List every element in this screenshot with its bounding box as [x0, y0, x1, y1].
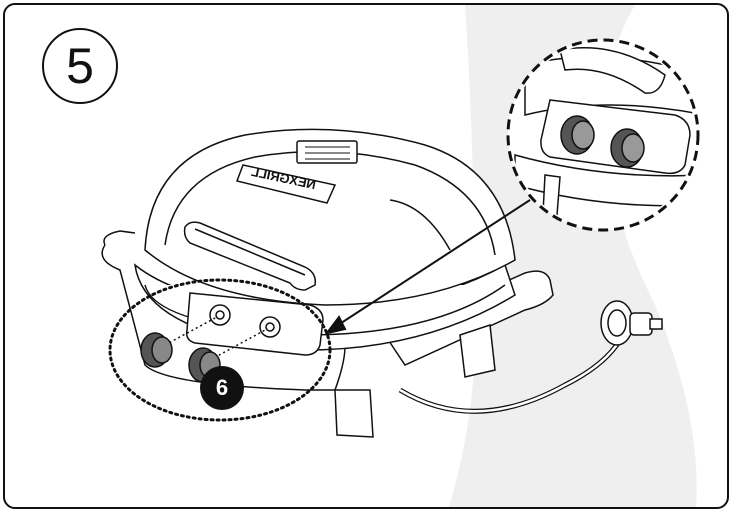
callout-ellipse: [108, 278, 332, 422]
propane-regulator: [398, 300, 663, 414]
knob-guide-lines: [164, 316, 268, 361]
lid-handle: [183, 221, 317, 291]
callout-number-badge: 6: [200, 366, 244, 410]
zoom-detail: [506, 38, 700, 232]
control-knobs: [140, 332, 221, 383]
step-number-badge: 5: [42, 28, 118, 104]
step-frame: NEXGRILL: [3, 3, 729, 509]
zoom-arrow: [324, 199, 531, 335]
grill-illustration: NEXGRILL: [101, 5, 700, 507]
grill-lid: [144, 128, 516, 306]
control-panel: [185, 292, 324, 356]
